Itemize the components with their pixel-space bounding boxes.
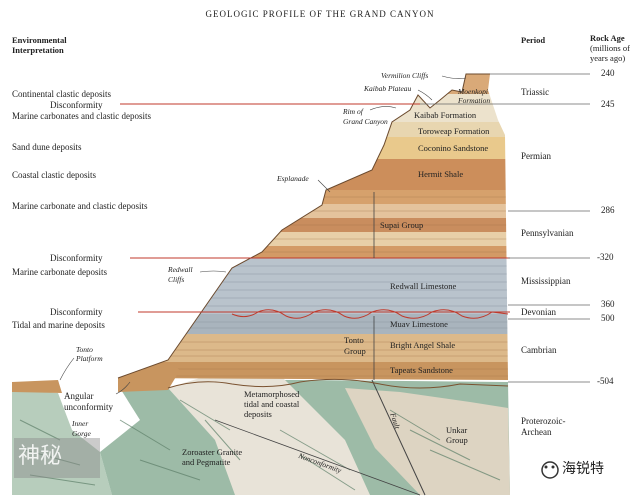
watermark-badge-icon [542,462,558,478]
diagram-title: GEOLOGIC PROFILE OF THE GRAND CANYON [0,10,640,19]
watermark-right: 海锐特 [562,462,604,476]
landmark-esplanade: Esplanade [277,175,309,183]
env-disconformity-2: Disconformity [48,254,105,263]
period-mississippian: Mississippian [521,277,571,286]
env-marine-carbonates-clastic: Marine carbonates and clastic deposits [12,112,151,121]
landmark-kaibab-plateau: Kaibab Plateau [364,85,411,93]
period-archean: Archean [521,428,551,437]
age-360: 360 [601,300,615,309]
zoroaster-label-line2: and Pegmatite [182,458,230,467]
tonto-group-label: Tonto [344,336,364,345]
env-sand-dune: Sand dune deposits [12,143,82,152]
zoroaster-label: Zoroaster Granite [182,448,242,457]
env-angular: Angular [64,392,94,401]
period-cambrian: Cambrian [521,346,557,355]
landmark-platform: Platform [76,355,103,363]
env-continental-clastic: Continental clastic deposits [12,90,111,99]
unkar-label-line2: Group [446,436,468,445]
landmark-gorge: Gorge [72,430,91,438]
watermark-left: 神秘 [18,446,62,468]
landmark-inner: Inner [72,420,88,428]
formation-moenkopi-line2: Formation [458,97,490,105]
landmark-vermilion-cliffs: Vermilion Cliffs [381,72,428,80]
metamorphosed-label-line3: deposits [244,410,272,419]
period-permian: Permian [521,152,551,161]
env-unconformity: unconformity [64,403,113,412]
env-marine-carbonate-clastic: Marine carbonate and clastic deposits [12,202,147,211]
formation-hermit: Hermit Shale [418,170,463,179]
formation-toroweap: Toroweap Formation [418,127,489,136]
age-504: -504 [597,377,614,386]
metamorphosed-label: Metamorphosed [244,390,299,399]
age-245: 245 [601,100,615,109]
landmark-tonto: Tonto [76,346,93,354]
formation-moenkopi: Moenkopi [458,88,488,96]
age-240: 240 [601,69,615,78]
landmark-redwall-cliffs: Cliffs [168,276,184,284]
watermark-badge-dot2 [552,466,555,469]
formation-coconino: Coconino Sandstone [418,144,488,153]
period-pennsylvanian: Pennsylvanian [521,229,574,238]
age-500: 500 [601,314,615,323]
env-header: Environmental Interpretation [12,36,67,56]
layer-muav [110,314,510,334]
age-header-line3: years ago) [590,54,630,64]
env-disconformity-1: Disconformity [48,101,105,110]
layer-moenkopi [110,70,510,94]
period-header: Period [521,36,545,46]
formation-kaibab: Kaibab Formation [414,111,476,120]
formation-muav: Muav Limestone [390,320,448,329]
age-320: -320 [597,253,614,262]
env-coastal-clastic: Coastal clastic deposits [12,171,96,180]
formation-bright-angel: Bright Angel Shale [390,341,455,350]
unkar-label: Unkar [446,426,467,435]
tonto-group-label-line2: Group [344,347,366,356]
tonto-platform-left [12,380,62,393]
env-disconformity-3: Disconformity [48,308,105,317]
period-devonian: Devonian [521,308,556,317]
metamorphosed-label-line2: tidal and coastal [244,400,299,409]
period-triassic: Triassic [521,88,549,97]
env-marine-carbonate-deposits: Marine carbonate deposits [12,268,107,277]
age-header: Rock Age (millions of years ago) [590,34,630,63]
formation-redwall: Redwall Limestone [390,282,456,291]
env-header-line2: Interpretation [12,46,67,56]
env-tidal-marine: Tidal and marine deposits [12,321,105,330]
age-286: 286 [601,206,615,215]
landmark-redwall: Redwall [168,266,193,274]
watermark-badge-dot [545,466,548,469]
landmark-grand-canyon: Grand Canyon [343,118,388,126]
formation-tapeats: Tapeats Sandstone [390,366,453,375]
period-proterozoic: Proterozoic- [521,417,565,426]
landmark-rim-of: Rim of [343,108,363,116]
formation-supai: Supai Group [380,221,423,230]
